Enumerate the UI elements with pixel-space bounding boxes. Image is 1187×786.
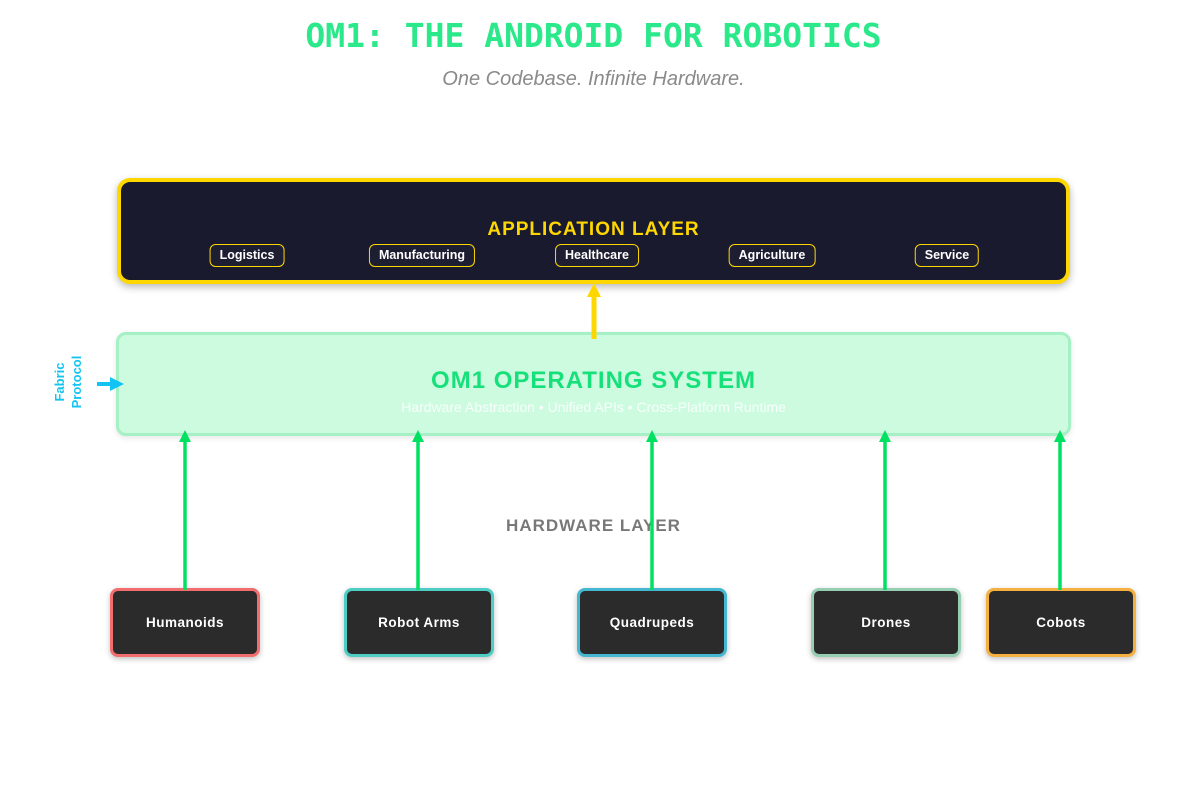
hardware-box-humanoids: Humanoids xyxy=(110,588,260,657)
hardware-box-drones: Drones xyxy=(811,588,961,657)
chip-manufacturing: Manufacturing xyxy=(368,244,476,267)
humanoids-to-os-arrow-icon xyxy=(179,430,191,590)
hardware-box-quadrupeds: Quadrupeds xyxy=(577,588,727,657)
hardware-box-robot-arms: Robot Arms xyxy=(344,588,494,657)
cobots-to-os-arrow-icon xyxy=(1054,430,1066,590)
os-layer-box: OM1 OPERATING SYSTEM Hardware Abstractio… xyxy=(116,332,1071,436)
hardware-layer-title: HARDWARE LAYER xyxy=(506,516,681,535)
fabric-protocol-arrow-icon xyxy=(97,377,124,391)
fabric-protocol-label: Fabric Protocol xyxy=(52,355,84,409)
application-layer-box: APPLICATION LAYER Logistics Manufacturin… xyxy=(117,178,1070,284)
page-subtitle: One Codebase. Infinite Hardware. xyxy=(442,68,745,90)
drones-to-os-arrow-icon xyxy=(879,430,891,590)
os-layer-subtitle: Hardware Abstraction • Unified APIs • Cr… xyxy=(401,399,786,415)
os-layer-title: OM1 OPERATING SYSTEM xyxy=(431,367,756,394)
application-layer-title: APPLICATION LAYER xyxy=(487,219,700,240)
hardware-box-cobots: Cobots xyxy=(986,588,1136,657)
chip-agriculture: Agriculture xyxy=(728,244,816,267)
page-title: OM1: THE ANDROID FOR ROBOTICS xyxy=(305,16,882,55)
chip-logistics: Logistics xyxy=(209,244,285,267)
quadrupeds-to-os-arrow-icon xyxy=(646,430,658,590)
chip-service: Service xyxy=(914,244,980,267)
robot-arms-to-os-arrow-icon xyxy=(412,430,424,590)
chip-healthcare: Healthcare xyxy=(555,244,639,267)
os-to-app-arrow-icon xyxy=(587,283,601,339)
